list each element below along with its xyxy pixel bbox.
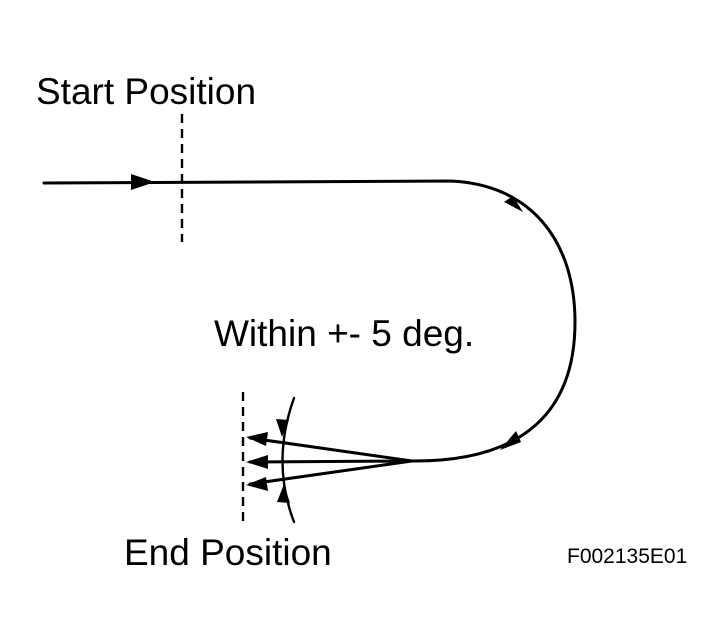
spread-line-lower — [248, 459, 414, 486]
figure-code-label: F002135E01 — [567, 545, 687, 568]
tolerance-label: Within +- 5 deg. — [214, 313, 474, 354]
end-position-label: End Position — [124, 532, 332, 573]
end-arrow-icon-middle — [246, 455, 268, 469]
start-position-label: Start Position — [36, 71, 256, 112]
end-arrow-icon-upper — [246, 432, 268, 446]
arc-arrow-icon-top — [276, 419, 289, 437]
tolerance-arc — [281, 396, 296, 524]
end-arrow-icon-lower — [246, 477, 268, 491]
arc-arrow-icon-bottom — [277, 484, 290, 503]
spread-line-upper — [248, 436, 414, 463]
spread-line-middle — [248, 459, 414, 464]
path-arrow-icon-2 — [504, 196, 523, 212]
path-arrow-icon-3 — [500, 431, 521, 450]
path-arrow-icon-1 — [131, 174, 155, 190]
travel-path — [42, 179, 577, 463]
